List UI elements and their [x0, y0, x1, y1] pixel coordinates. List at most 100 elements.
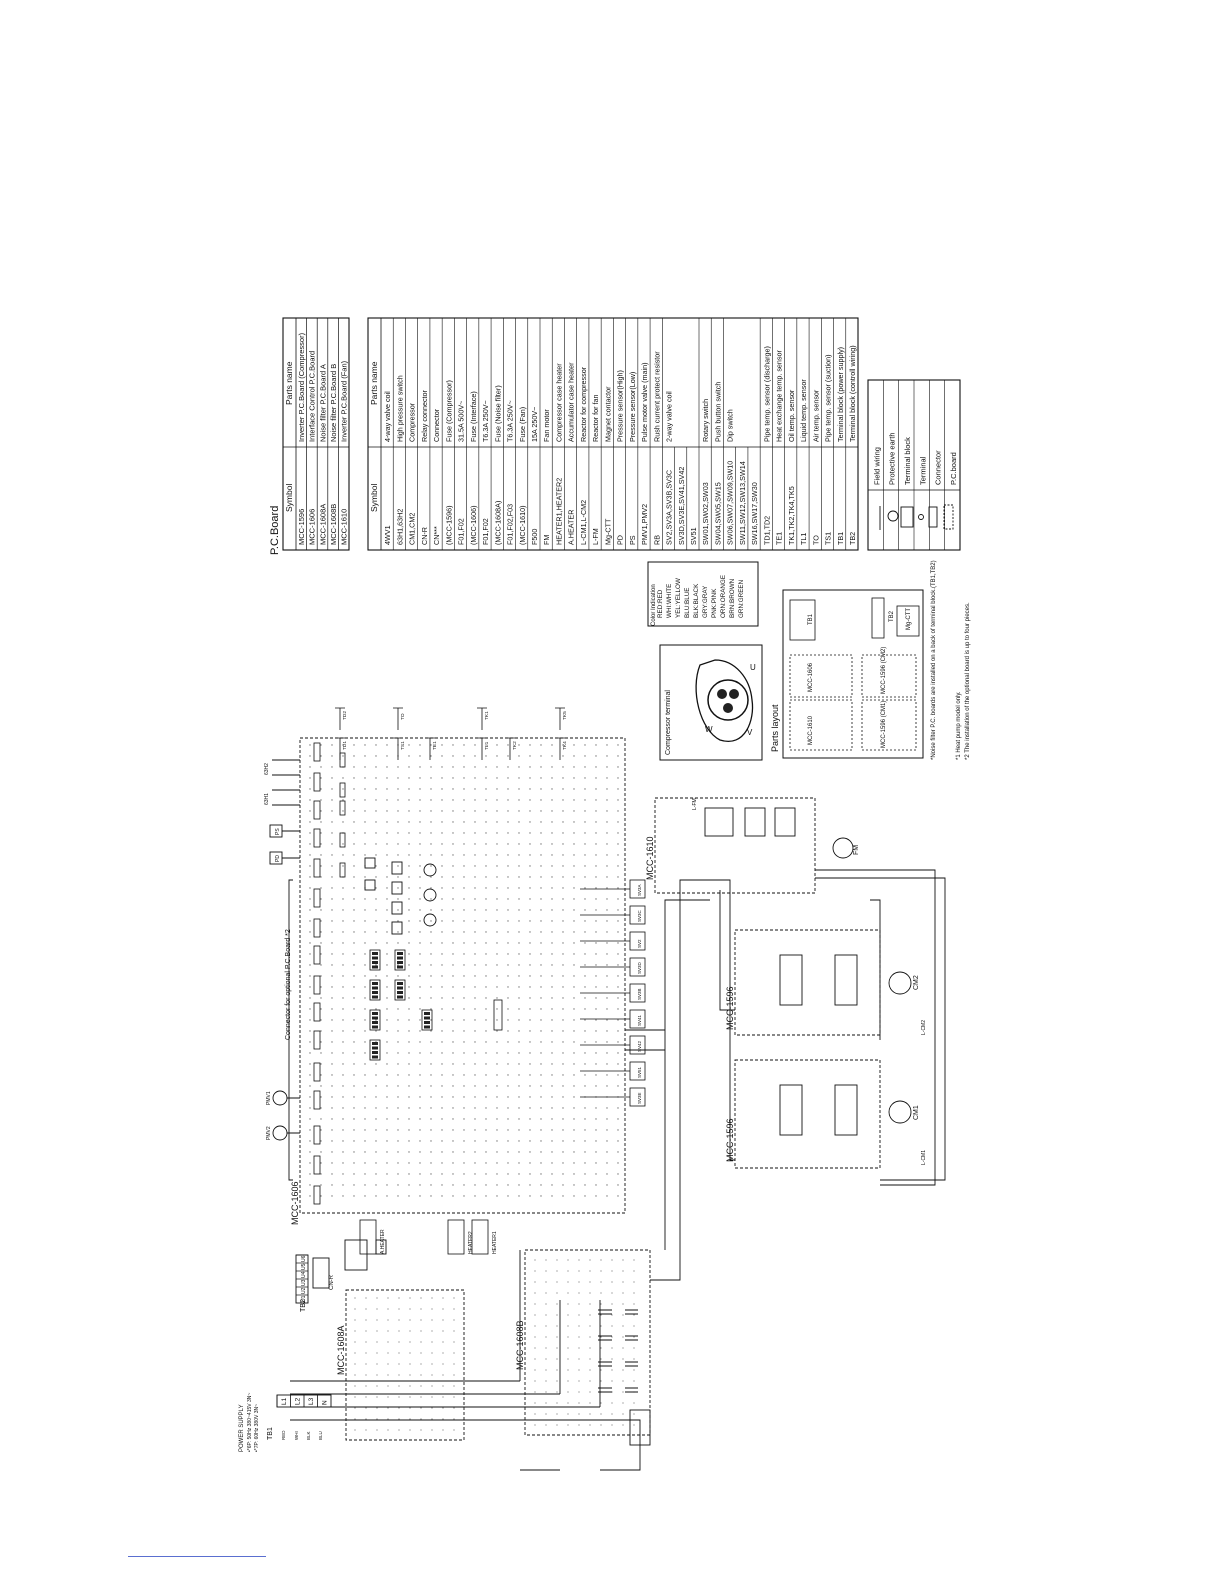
footer-rule: [128, 1556, 266, 1557]
parts-row-symbol: TK1,TK2,TK4,TK5: [787, 486, 796, 545]
terminal-label-w: W: [705, 725, 713, 734]
sensor-label: TK4: [562, 741, 568, 750]
wire-blk: BLK: [306, 1431, 311, 1440]
parts-row-symbol: SW16,SW17,SW30: [750, 482, 759, 545]
board-connector: [313, 1185, 321, 1205]
dip-switch: [421, 1009, 433, 1031]
dip-switch: [369, 979, 381, 1001]
parts-row-symbol: TO: [811, 535, 820, 545]
layout-mgctt: Mg-CTT: [906, 608, 912, 630]
valve-label: SV3D: [637, 961, 642, 974]
note-noise-filter: *Noise filter P.C. boards are installed …: [931, 560, 937, 760]
pcb-row-symbol: MCC-1608B: [329, 504, 338, 545]
color-item: YEL:YELLOW: [675, 578, 682, 618]
parts-row-name: Dip switch: [726, 409, 735, 442]
parts-row-symbol: Mg-CTT: [603, 518, 612, 545]
fourwv-block: [375, 1239, 387, 1255]
pmv1-icon: [272, 1090, 288, 1106]
valve-label: SV3C: [637, 909, 642, 922]
parts-row-name: Fuse (Interface): [469, 391, 478, 442]
parts-layout-title: Parts layout: [770, 704, 780, 752]
parts-row-name: Pressure sensor(High): [616, 370, 625, 442]
board-connector: [313, 1062, 321, 1082]
parts-layout-box: Parts layout MCC-1610 MCC-1606 MCC-1596 …: [770, 589, 924, 759]
pcb-row-name: Noise filter P.C.Board A: [318, 364, 327, 442]
board-connector: [313, 1090, 321, 1110]
layout-mcc1596-cm2: MCC-1596 (CM2): [881, 647, 887, 694]
board-connector: [313, 1030, 321, 1050]
board-connector: [313, 918, 321, 938]
terminal-icon: [918, 514, 924, 520]
parts-row-symbol: PMV1,PMV2: [640, 504, 649, 545]
tb1-terminal: L1: [281, 1397, 288, 1405]
parts-row-name: Terminal block (power supply): [836, 347, 845, 442]
parts-row-symbol: (MCC-1608A): [493, 501, 502, 545]
parts-row-name: Fuse (Compressor): [444, 380, 453, 442]
legend-row-label: Connector: [934, 450, 943, 485]
top-connectors: [313, 742, 346, 1205]
pcb-row-name: Inverter P.C.Board (Fan): [340, 360, 349, 442]
parts-row-symbol: SV2,SV3A,SV3B,SV3C: [665, 470, 674, 545]
lcm1-label: L-CM1: [921, 1150, 927, 1165]
cm2-label: CM2: [913, 975, 920, 990]
parts-row-name: Push button switch: [713, 382, 722, 442]
parts-row-symbol: PD: [616, 535, 625, 545]
parts-row-symbol: SV51: [689, 527, 698, 545]
heater-label: HEATER1: [492, 1231, 498, 1254]
dip-switch: [369, 1039, 381, 1061]
parts-row-symbol: (MCC-1610): [518, 505, 527, 545]
parts-row-symbol: CM1,CM2: [408, 513, 417, 545]
board-mcc1608b: [524, 1249, 651, 1436]
pd-label: PD: [275, 855, 281, 862]
board-connector: [313, 800, 321, 820]
color-item: PNK:PINK: [711, 588, 718, 618]
tb1-terminal: L3: [308, 1397, 315, 1405]
layout-tb2: TB2: [889, 610, 895, 622]
dip-switch: [369, 1009, 381, 1031]
label-mcc1608a: MCC-1608A: [336, 1325, 346, 1375]
board-connector: [313, 1125, 321, 1145]
legend-row-label: Field wiring: [872, 447, 881, 485]
color-item: BLK:BLACK: [693, 583, 700, 618]
legend-row-label: Terminal: [918, 456, 927, 485]
legend-row-label: Terminal block: [903, 437, 912, 485]
layout-mcc1596-cm1: MCC-1596 (CM1): [881, 701, 887, 748]
parts-row-name: Heat exchange temp. sensor: [775, 350, 784, 442]
sensor-label: TE1: [432, 741, 438, 750]
legend-row-label: P.C.board: [949, 452, 958, 485]
layout-tb1: TB1: [808, 613, 814, 625]
fan-motor-icon: [832, 837, 854, 859]
parts-row-name: Rush current protect resistor: [652, 351, 661, 442]
parts-row-symbol: SW01,SW02,SW03: [701, 482, 710, 545]
board-connector: [313, 828, 321, 848]
parts-row-name: 4-way valve coil: [383, 391, 392, 442]
parts-row-symbol: 4WV1: [383, 525, 392, 545]
note-1: *1 Heat pump model only.: [956, 691, 962, 760]
pcb-row-symbol: MCC-1608A: [318, 504, 327, 545]
sensor-label: TK1: [484, 711, 490, 720]
parts-row-name: Pulse motor valve (main): [640, 363, 649, 443]
terminal-label-v: V: [747, 728, 753, 737]
parts-row-name: Rotary switch: [701, 399, 710, 442]
sensor-label: TD2: [342, 711, 348, 720]
pcb-row-symbol: MCC-1596: [297, 509, 306, 545]
parts-row-name: Reactor for fan: [591, 394, 600, 442]
layout-mcc1606: MCC-1606: [808, 662, 814, 692]
parts-row-symbol: TE1: [775, 532, 784, 545]
color-item: ORN:ORANGE: [720, 575, 727, 618]
parts-row-symbol: SV3D,SV3E,SV41,SV42: [677, 467, 686, 545]
parts-row-name: High pressure switch: [395, 375, 404, 442]
pcb-table-title: P.C.Board: [269, 506, 281, 555]
parts-row-name: Pipe temp. sensor (suction): [824, 355, 833, 443]
tb2-terminal: U6: [301, 1255, 307, 1262]
notes: *Noise filter P.C. boards are installed …: [931, 560, 971, 760]
pcb-header-symbol: Symbol: [284, 484, 294, 512]
layout-mcc1610: MCC-1610: [808, 715, 814, 745]
parts-row-name: Reactor for compressor: [579, 366, 588, 442]
